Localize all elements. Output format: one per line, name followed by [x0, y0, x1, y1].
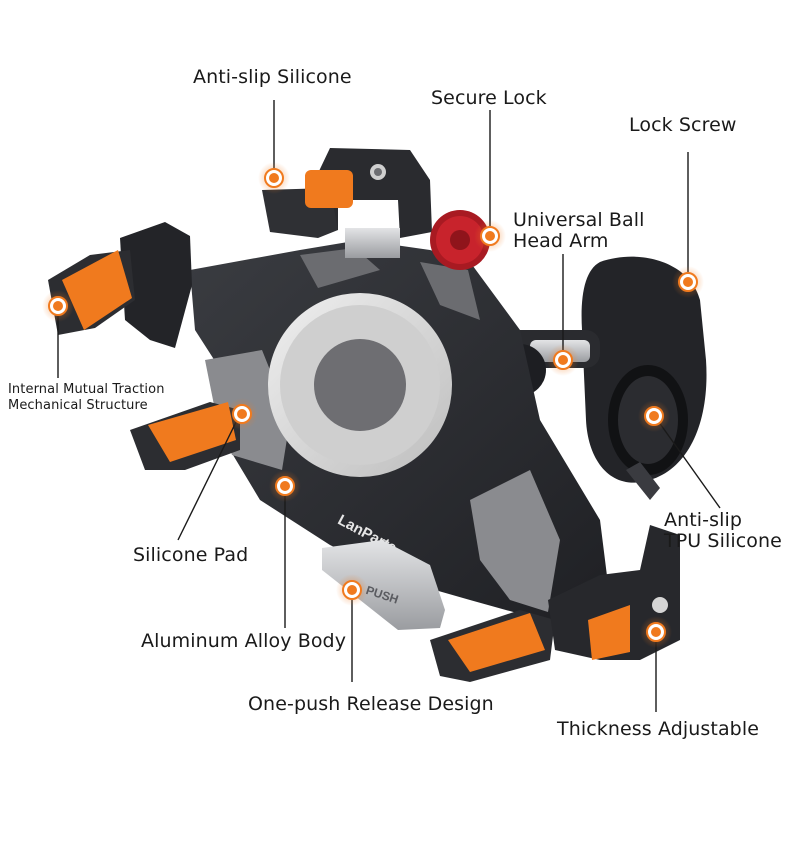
label-internal-mutual-traction: Internal Mutual Traction Mechanical Stru…: [8, 382, 165, 413]
bottom-left-jaw: [130, 402, 240, 470]
label-thickness-adjustable: Thickness Adjustable: [557, 718, 760, 740]
label-anti-slip-tpu-silicone: Anti-slip TPU Silicone: [664, 509, 782, 552]
push-release-latch: PUSH: [322, 540, 445, 630]
handlebar-clamp: [581, 256, 707, 500]
label-one-push-release: One-push Release Design: [248, 693, 494, 715]
secure-lock-knob: [430, 210, 490, 270]
top-clamp: [262, 148, 432, 258]
label-aluminum-alloy-body: Aluminum Alloy Body: [141, 630, 347, 652]
label-anti-slip-silicone: Anti-slip Silicone: [193, 66, 352, 88]
label-secure-lock: Secure Lock: [431, 87, 547, 109]
label-lock-screw: Lock Screw: [629, 114, 737, 136]
callout-dots: [42, 162, 704, 648]
label-silicone-pad: Silicone Pad: [133, 544, 249, 566]
label-universal-ball-head-arm: Universal Ball Head Arm: [513, 209, 645, 252]
left-clamp: [48, 222, 192, 348]
